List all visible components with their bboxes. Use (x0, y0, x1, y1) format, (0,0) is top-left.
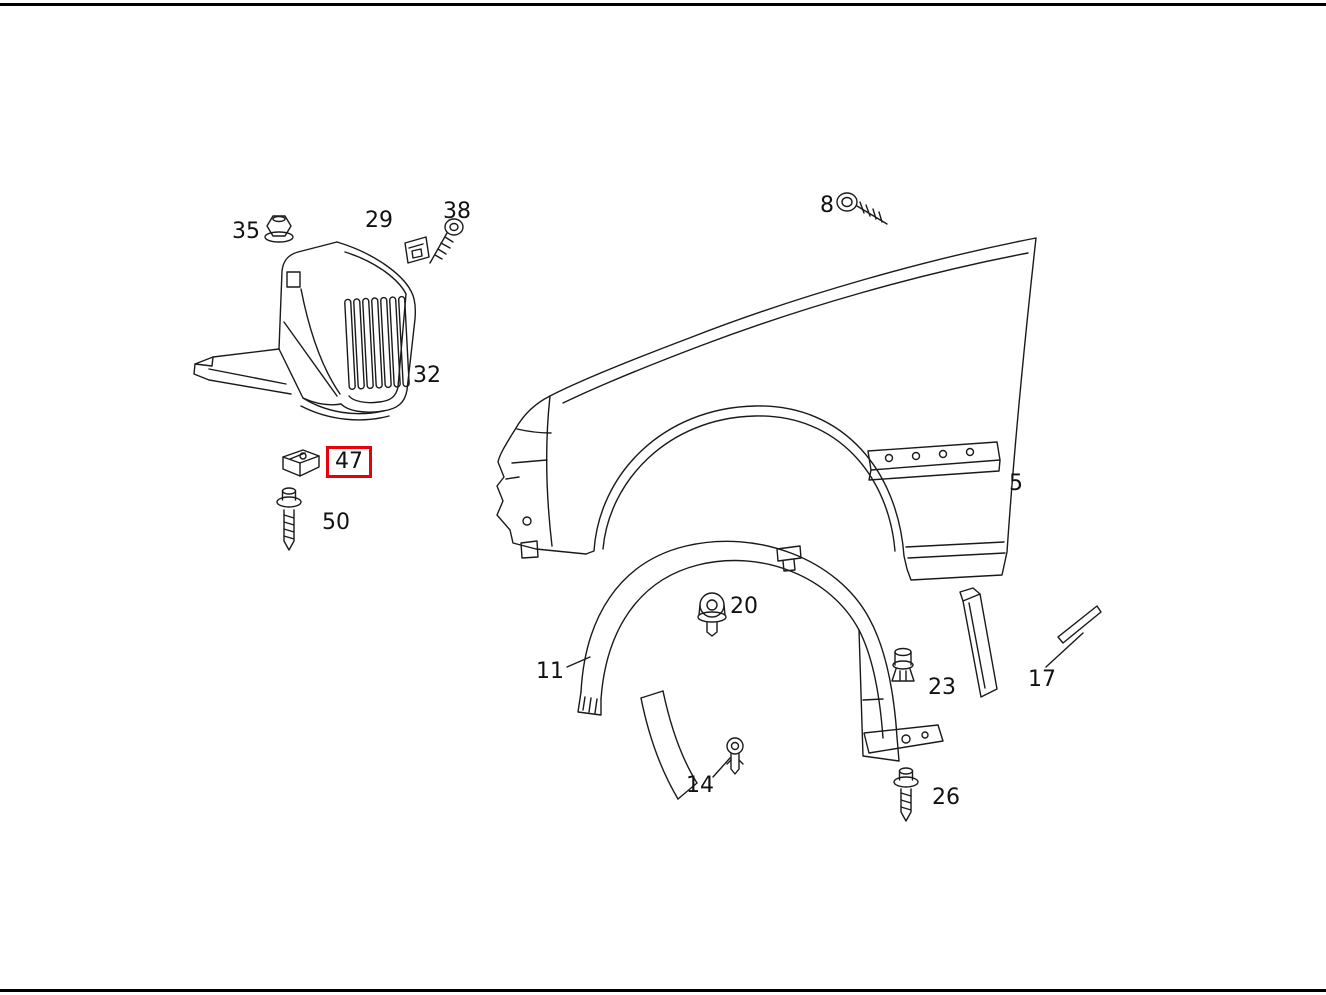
part-label-26[interactable]: 26 (932, 785, 960, 810)
part-wheel-liner (566, 540, 944, 800)
fastener-nut-35 (264, 215, 294, 243)
part-label-35[interactable]: 35 (232, 219, 260, 244)
fastener-screw-8 (836, 192, 888, 225)
top-border-rule (0, 3, 1326, 6)
fastener-screw-50 (276, 487, 302, 551)
fastener-nut-20 (697, 592, 727, 637)
part-label-20[interactable]: 20 (730, 594, 758, 619)
part-label-47-highlighted[interactable]: 47 (326, 446, 372, 478)
fastener-clip-23 (891, 647, 915, 682)
fastener-clip-47 (282, 449, 320, 477)
part-label-5[interactable]: 5 (1009, 471, 1023, 496)
part-label-50[interactable]: 50 (322, 510, 350, 535)
part-label-38[interactable]: 38 (443, 199, 471, 224)
part-trim-strips (959, 587, 1102, 698)
part-label-29[interactable]: 29 (365, 208, 393, 233)
fastener-clip-29 (404, 236, 430, 264)
fastener-screw-26 (893, 767, 919, 822)
part-label-17[interactable]: 17 (1028, 667, 1056, 692)
part-label-14[interactable]: 14 (686, 773, 714, 798)
part-label-8[interactable]: 8 (820, 193, 834, 218)
part-label-23[interactable]: 23 (928, 675, 956, 700)
part-fender (496, 237, 1037, 581)
fastener-rivet-14 (712, 737, 744, 778)
part-label-11[interactable]: 11 (536, 659, 564, 684)
fastener-screw-38 (429, 218, 464, 264)
part-label-32[interactable]: 32 (413, 363, 441, 388)
part-splash-guard (193, 241, 417, 421)
bottom-border-rule (0, 989, 1326, 992)
